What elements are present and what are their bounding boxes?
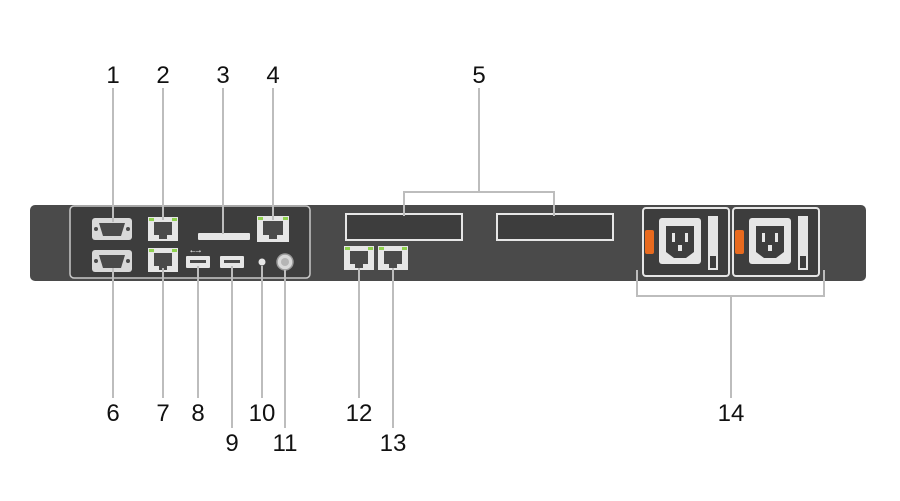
callout-4: 4 — [266, 62, 279, 89]
system-id-button-center — [281, 258, 289, 266]
usb3-port — [220, 256, 244, 268]
serial-port — [92, 218, 132, 240]
callout-10: 10 — [249, 400, 276, 427]
pcie-slot-2 — [496, 213, 614, 241]
power-supply-1 — [642, 207, 730, 277]
callout-1: 1 — [106, 62, 119, 89]
callout-5: 5 — [472, 62, 485, 89]
system-id-indicator — [258, 258, 266, 266]
ethernet-port-13 — [378, 246, 408, 270]
power-supply-2 — [732, 207, 820, 277]
svg-text:⭠⭢: ⭠⭢ — [190, 248, 202, 255]
callout-13: 13 — [380, 430, 407, 457]
vga-port — [92, 250, 132, 272]
ethernet-port-4 — [257, 216, 289, 242]
callout-7: 7 — [156, 400, 169, 427]
usb2-port: ⭠⭢ — [186, 248, 210, 268]
callout-9: 9 — [225, 430, 238, 457]
ethernet-port-2 — [148, 217, 178, 241]
callout-14: 14 — [718, 400, 745, 427]
callout-12: 12 — [346, 400, 373, 427]
callout-3: 3 — [216, 62, 229, 89]
callout-11: 11 — [273, 430, 298, 457]
ethernet-port-12 — [344, 246, 374, 270]
card-slot — [198, 233, 250, 240]
callout-8: 8 — [191, 400, 204, 427]
callout-2: 2 — [156, 62, 169, 89]
pcie-slot-1 — [345, 213, 463, 241]
callout-6: 6 — [106, 400, 119, 427]
callout-lines — [112, 88, 825, 428]
